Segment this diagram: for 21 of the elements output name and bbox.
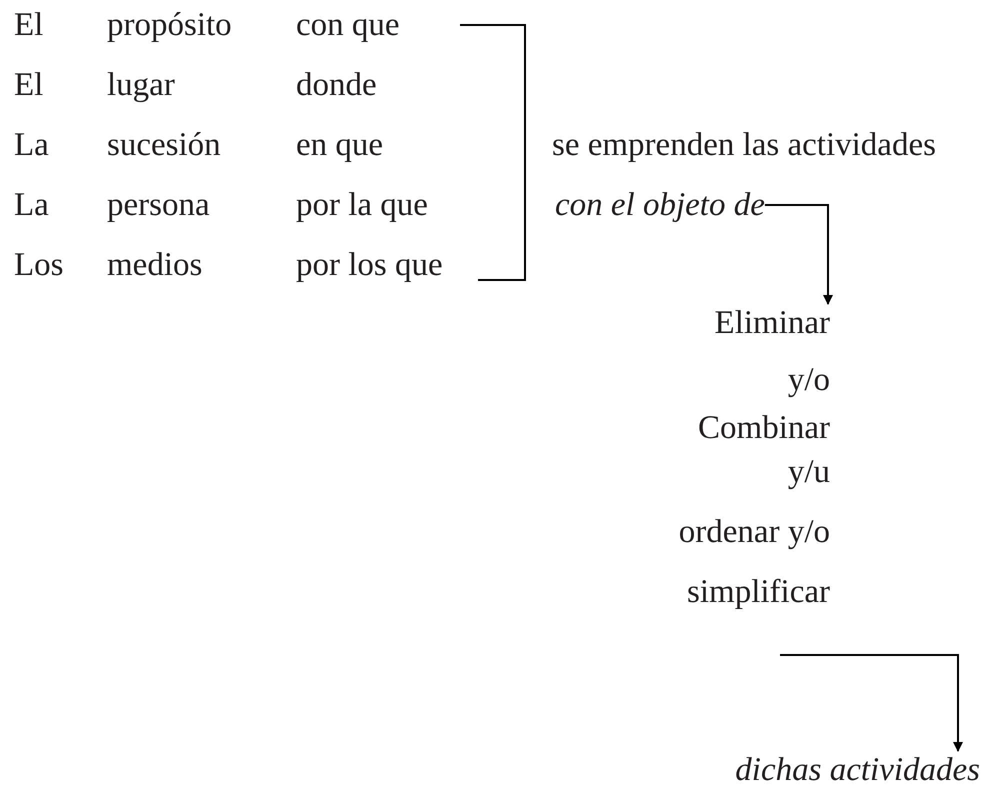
article-text: Los	[14, 246, 64, 284]
noun-text: sucesión	[107, 126, 221, 164]
article-text: El	[14, 66, 44, 104]
relative-text: en que	[296, 126, 384, 164]
relative-text: con que	[296, 6, 400, 44]
noun-text: lugar	[107, 66, 175, 104]
phrase-text: se emprenden las actividades	[552, 126, 936, 164]
article-text: La	[14, 186, 49, 224]
arrow	[780, 654, 963, 752]
relative-text: por los que	[296, 246, 443, 284]
noun-text: medios	[107, 246, 202, 284]
verb-list: Eliminar y/o Combinar y/u ordenar y/o simplificar	[678, 304, 830, 655]
noun-text: propósito	[107, 6, 232, 44]
phrase-text: dichas actividades	[735, 751, 980, 787]
relative-text: por la que	[296, 186, 428, 224]
article-text: La	[14, 126, 49, 164]
noun-text: persona	[107, 186, 210, 224]
phrase-text: con el objeto de	[555, 186, 765, 224]
article-text: El	[14, 6, 44, 44]
relative-text: donde	[296, 66, 377, 104]
arrow	[764, 204, 833, 305]
